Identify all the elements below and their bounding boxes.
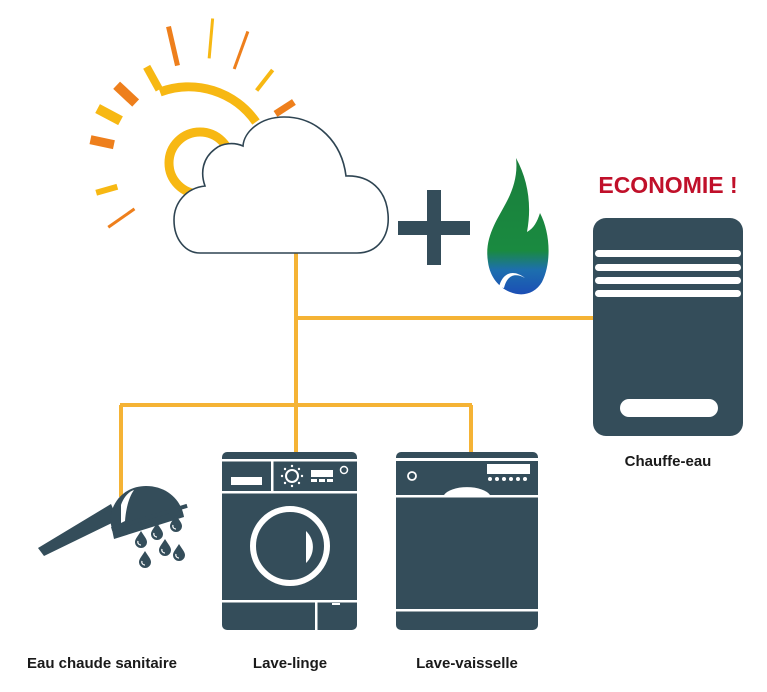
sun-outer-arc <box>158 82 260 125</box>
washing-machine-icon <box>222 452 357 630</box>
shower-head-icon <box>38 486 188 568</box>
sun-ray <box>95 183 119 196</box>
connector-lines <box>119 253 594 497</box>
economy-headline: ECONOMIE ! <box>598 172 737 198</box>
dishwasher-icon <box>396 452 538 630</box>
sun-ray <box>166 26 180 67</box>
sun-ray <box>207 18 215 59</box>
label-water-heater: Chauffe-eau <box>625 453 712 470</box>
sun-ray <box>273 99 296 117</box>
water-heater-icon <box>593 218 743 436</box>
water-drop-highlight <box>153 532 158 538</box>
plus-icon <box>398 190 470 265</box>
sun-ray <box>255 68 275 92</box>
water-drop-highlight <box>137 540 142 546</box>
water-drop-highlight <box>175 553 180 559</box>
sun-ray <box>143 64 163 92</box>
sun-ray <box>107 207 136 229</box>
label-dishwasher: Lave-vaisselle <box>416 655 518 672</box>
sun-ray <box>232 30 250 70</box>
sun-ray <box>113 81 140 107</box>
gas-flame-icon <box>487 158 549 295</box>
water-drop-highlight <box>141 560 146 566</box>
sun-ray <box>89 135 115 150</box>
water-drop-highlight <box>172 524 177 530</box>
cloud-icon <box>173 116 389 254</box>
sun-ray <box>95 104 123 126</box>
label-hot-water: Eau chaude sanitaire <box>27 655 177 672</box>
water-drop-highlight <box>161 548 166 554</box>
label-washing-machine: Lave-linge <box>253 655 327 672</box>
